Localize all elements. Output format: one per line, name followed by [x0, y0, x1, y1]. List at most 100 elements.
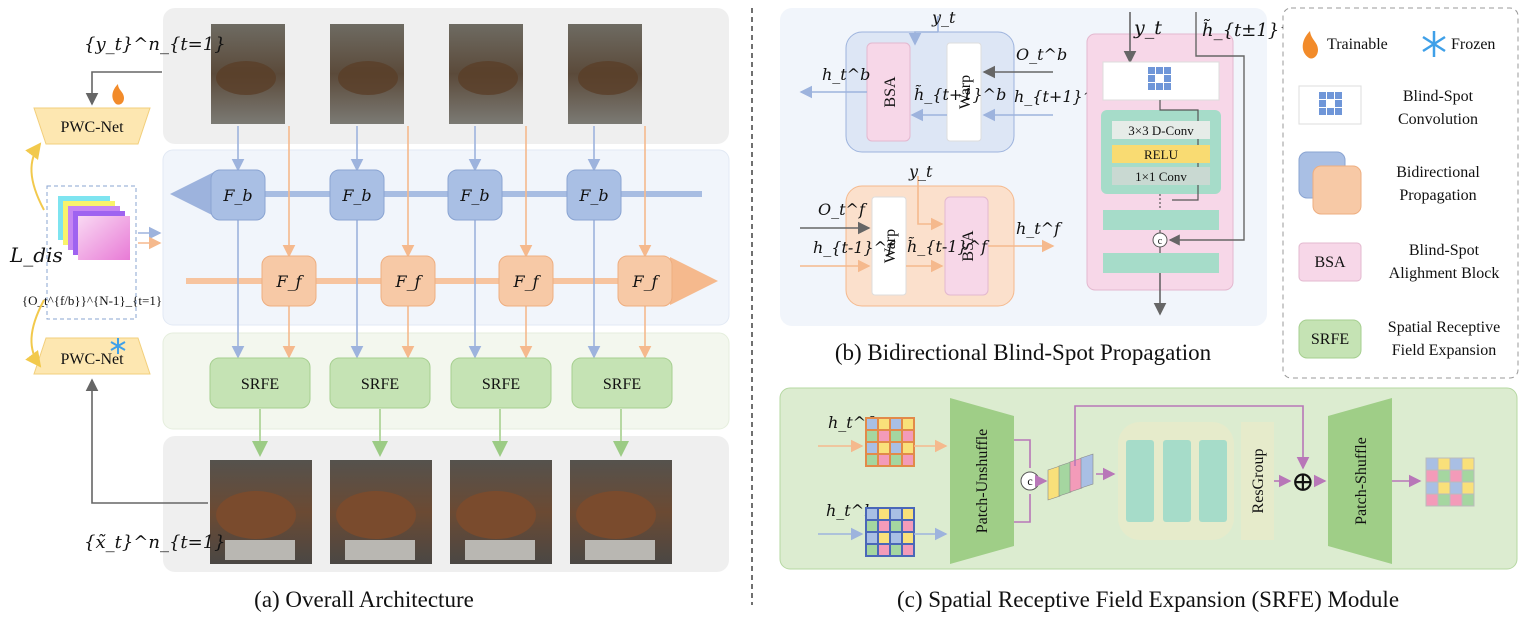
svg-text:h̃_{t-1}^f: h̃_{t-1}^f [907, 237, 990, 256]
svg-text:PWC-Net: PWC-Net [60, 351, 124, 368]
srfe-block-1: SRFE [209, 357, 311, 409]
svg-text:Patch-Unshuffle: Patch-Unshuffle [974, 429, 991, 534]
svg-text:F_b: F_b [459, 186, 489, 205]
svg-text:Blind-Spot: Blind-Spot [1409, 242, 1480, 259]
svg-text:Warp: Warp [882, 229, 899, 263]
svg-text:Blind-Spot: Blind-Spot [1403, 88, 1474, 105]
caption-c: (c) Spatial Receptive Field Expansion (S… [897, 587, 1399, 612]
patch-unshuffle-block [950, 398, 1014, 564]
patch-shuffle-block [1328, 398, 1392, 564]
svg-text:Field Expansion: Field Expansion [1392, 342, 1496, 359]
svg-text:BSA: BSA [882, 76, 899, 108]
caption-b: (b) Bidirectional Blind-Spot Propagation [835, 340, 1212, 365]
svg-text:SRFE: SRFE [241, 376, 279, 393]
blind-spot-grid-icon [1319, 92, 1342, 115]
svg-text:h_t^f: h_t^f [828, 413, 875, 432]
svg-text:F_b: F_b [222, 186, 252, 205]
ff-block-3: F_f [498, 255, 554, 307]
add-node: ⊕ [1291, 467, 1314, 498]
legend: Trainable Frozen Blind-Spot Convolution … [1282, 7, 1519, 379]
svg-text:Alighment Block: Alighment Block [1389, 265, 1500, 282]
srfe-block-2: SRFE [329, 357, 431, 409]
svg-text:SRFE: SRFE [482, 376, 520, 393]
fb-block-2: F_b [329, 169, 385, 221]
pwc-net-bottom: PWC-Net [33, 337, 151, 375]
svg-text:h̃_{t+1}^b: h̃_{t+1}^b [914, 85, 1006, 104]
loss-label: L_dis [9, 243, 63, 267]
fb-block-1: F_b [210, 169, 266, 221]
panel-c: h_t^f h_t^b Patch-Unshuffle c [779, 387, 1518, 612]
svg-text:h_t^b: h_t^b [822, 65, 870, 84]
svg-text:F_f: F_f [631, 272, 660, 291]
input-to-pwc-arrow [85, 71, 162, 106]
svg-text:h_t^b: h_t^b [826, 501, 874, 520]
caption-a: (a) Overall Architecture [254, 587, 474, 612]
fire-icon [1302, 31, 1318, 59]
svg-text:y_t: y_t [908, 162, 933, 181]
panel-b: BSA Warp y_t O_t^b h_{t+1}^b h̃_{t+1}^b … [780, 8, 1342, 365]
svg-text:SRFE: SRFE [361, 376, 399, 393]
svg-text:Trainable: Trainable [1327, 36, 1388, 53]
svg-text:ResGroup: ResGroup [1250, 449, 1267, 514]
svg-text:BSA: BSA [960, 230, 977, 262]
svg-text:Frozen: Frozen [1451, 36, 1495, 53]
svg-text:h_{t-1}^f: h_{t-1}^f [813, 238, 896, 257]
resgroup-label-box [1241, 422, 1274, 540]
svg-text:Propagation: Propagation [1399, 187, 1476, 204]
svg-text:PWC-Net: PWC-Net [60, 119, 124, 136]
fb-block-3: F_b [447, 169, 503, 221]
svg-text:F_b: F_b [578, 186, 608, 205]
clean-frames [210, 460, 672, 564]
noisy-frames [211, 24, 642, 124]
panel-a: F_b F_b F_b F_b F_f F_f F_f F_f SRFE SRF… [9, 8, 730, 612]
svg-text:c: c [1158, 236, 1163, 247]
ff-block-1: F_f [261, 255, 317, 307]
svg-text:h_{t+1}^b: h_{t+1}^b [1014, 87, 1106, 106]
snowflake-icon [110, 338, 126, 354]
flow-label: {O_t^{f/b}}^{N-1}_{t=1} [22, 293, 162, 308]
svg-text:h_t^f: h_t^f [1016, 219, 1063, 238]
ldis-arrow-up [25, 142, 45, 211]
srfe-block-4: SRFE [571, 357, 673, 409]
srfe-block-3: SRFE [450, 357, 552, 409]
ff-block-4: F_f [617, 255, 673, 307]
snowflake-icon [1422, 31, 1446, 57]
input-label: {y_t}^n_{t=1} [84, 34, 226, 55]
svg-text:F_f: F_f [394, 272, 423, 291]
output-label: {x̃_t}^n_{t=1} [84, 532, 226, 553]
feature-grid-b [865, 507, 915, 557]
noisy-frame-1 [211, 24, 285, 124]
clean-frame-3 [450, 460, 552, 564]
flow-stack-box [46, 185, 137, 320]
ldis-arrow-down [25, 299, 45, 368]
svg-text:Warp: Warp [957, 75, 974, 109]
output-to-pwc-arrow [85, 378, 208, 504]
warp-box-backward [946, 42, 982, 142]
feature-grid-f [865, 417, 915, 467]
svg-text:SRFE: SRFE [1311, 331, 1349, 348]
fb-block-4: F_b [566, 169, 622, 221]
svg-text:Patch-Shuffle: Patch-Shuffle [1353, 437, 1370, 525]
svg-text:c: c [1027, 474, 1032, 488]
svg-text:F_f: F_f [275, 272, 304, 291]
svg-text:BSA: BSA [1314, 254, 1346, 271]
fire-icon [112, 84, 124, 105]
svg-text:Spatial Receptive: Spatial Receptive [1388, 319, 1500, 336]
svg-text:O_t^f: O_t^f [818, 200, 868, 219]
svg-text:y_t: y_t [1133, 17, 1162, 39]
ff-block-2: F_f [380, 255, 436, 307]
svg-text:O_t^b: O_t^b [1016, 45, 1067, 64]
blind-spot-grid-icon [1148, 67, 1171, 90]
svg-text:F_b: F_b [341, 186, 371, 205]
clean-frame-2 [330, 460, 432, 564]
stacked-features [1047, 453, 1094, 501]
output-feature-grid [1425, 457, 1475, 507]
noisy-frame-3 [449, 24, 523, 124]
flow-stack-images [58, 196, 130, 260]
svg-text:F_f: F_f [512, 272, 541, 291]
svg-text:3×3 D-Conv: 3×3 D-Conv [1128, 123, 1194, 138]
svg-text:RELU: RELU [1144, 147, 1179, 162]
svg-text:1×1 Conv: 1×1 Conv [1135, 169, 1187, 184]
connectors-a [231, 126, 652, 457]
